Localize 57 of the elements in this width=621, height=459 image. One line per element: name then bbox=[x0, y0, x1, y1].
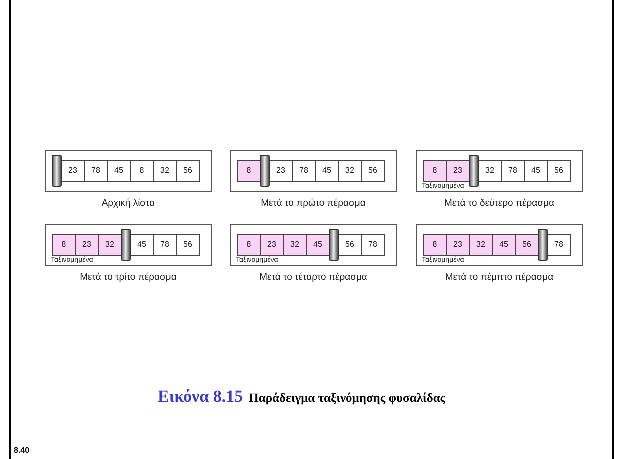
array-cell: 32 bbox=[98, 234, 122, 256]
array-cell: 32 bbox=[469, 234, 493, 256]
array-cell: 78 bbox=[501, 160, 525, 182]
panel-caption: Μετά το πρώτο πέρασμα bbox=[260, 197, 367, 211]
wall-bar bbox=[121, 229, 131, 261]
array-cell: 32 bbox=[338, 160, 362, 182]
array-cell: 8 bbox=[237, 160, 261, 182]
array-panel bbox=[230, 224, 397, 266]
wall-bar bbox=[329, 229, 339, 261]
array-cell: 23 bbox=[61, 160, 85, 182]
array-cell: 45 bbox=[315, 160, 339, 182]
array-panel bbox=[416, 224, 583, 266]
wall-bar bbox=[260, 155, 270, 187]
array-cell: 45 bbox=[524, 160, 548, 182]
array-cell: 45 bbox=[306, 234, 330, 256]
array-cell: 32 bbox=[283, 234, 307, 256]
array-cell: 78 bbox=[84, 160, 108, 182]
array-cell: 23 bbox=[260, 234, 284, 256]
array-cell: 32 bbox=[153, 160, 177, 182]
array-cell: 45 bbox=[130, 234, 154, 256]
array-cell: 8 bbox=[423, 160, 447, 182]
array-cell: 23 bbox=[446, 160, 470, 182]
wall-bar bbox=[538, 229, 548, 261]
array-panel bbox=[45, 224, 212, 266]
array-cell: 45 bbox=[492, 234, 516, 256]
array-cell: 45 bbox=[107, 160, 131, 182]
array-cell: 23 bbox=[75, 234, 99, 256]
array-cell: 8 bbox=[130, 160, 154, 182]
figure-number: Εικόνα 8.15 bbox=[158, 386, 244, 408]
panel-caption: Μετά το τρίτο πέρασμα bbox=[79, 271, 178, 285]
array-cell: 23 bbox=[446, 234, 470, 256]
array-cell: 56 bbox=[515, 234, 539, 256]
panel-caption: Μετά το τέταρτο πέρασμα bbox=[258, 271, 368, 285]
array-panel bbox=[45, 150, 212, 192]
array-cell: 56 bbox=[361, 160, 385, 182]
array-cell: 56 bbox=[176, 234, 200, 256]
panel-caption: Μετά το πέμπτο πέρασμα bbox=[444, 271, 555, 285]
array-panel bbox=[416, 150, 583, 192]
array-cell: 23 bbox=[269, 160, 293, 182]
array-cell: 78 bbox=[361, 234, 385, 256]
figure-caption: Παράδειγμα ταξινόμησης φυσαλίδας bbox=[249, 390, 446, 407]
panel-caption: Μετά το δεύτερο πέρασμα bbox=[444, 197, 556, 211]
array-cell: 8 bbox=[52, 234, 76, 256]
array-cell: 8 bbox=[237, 234, 261, 256]
wall-bar bbox=[469, 155, 479, 187]
page-number: 8.40 bbox=[14, 445, 30, 457]
array-cell: 8 bbox=[423, 234, 447, 256]
panel-caption: Αρχική λίστα bbox=[100, 197, 156, 211]
array-cell: 56 bbox=[176, 160, 200, 182]
array-cell: 78 bbox=[547, 234, 571, 256]
array-cell: 56 bbox=[338, 234, 362, 256]
array-cell: 56 bbox=[547, 160, 571, 182]
array-cell: 78 bbox=[153, 234, 177, 256]
array-cell: 32 bbox=[478, 160, 502, 182]
array-cell: 78 bbox=[292, 160, 316, 182]
array-panel bbox=[230, 150, 397, 192]
wall-bar bbox=[52, 155, 62, 187]
